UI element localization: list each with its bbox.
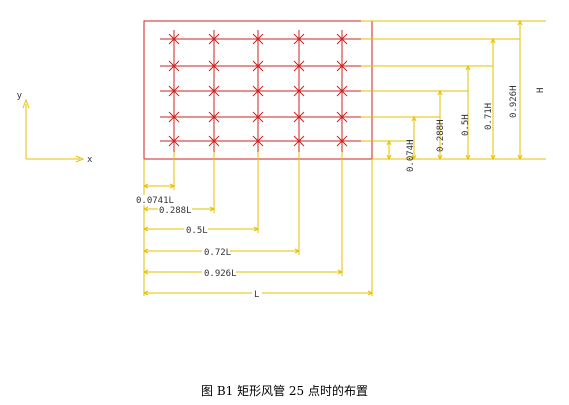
measurement-point [252, 60, 264, 72]
dim-arrow [517, 19, 523, 26]
measurement-point [168, 135, 180, 147]
dim-arrow [437, 89, 443, 96]
dim-arrow [209, 206, 216, 212]
label-backdrop [202, 268, 236, 278]
dim-label-y: 0.288H [436, 119, 446, 152]
dim-label-y: 0.926H [509, 85, 519, 118]
measurement-point [208, 85, 220, 97]
dim-arrow [142, 226, 149, 232]
measurement-points [168, 33, 348, 147]
dim-label-y: 0.71H [484, 103, 494, 130]
measurement-point [208, 33, 220, 45]
dim-label-y: 0.074H [406, 139, 416, 172]
coordinate-axes [22, 98, 85, 163]
dim-arrow [465, 154, 471, 161]
dimension-lines-y [386, 19, 523, 161]
measurement-point [293, 135, 305, 147]
label-backdrop [158, 205, 192, 215]
measurement-point [336, 135, 348, 147]
measurement-point [252, 85, 264, 97]
measurement-point [293, 33, 305, 45]
label-backdrop [136, 195, 174, 205]
x-axis-label: x [87, 155, 93, 165]
dim-arrow [142, 206, 149, 212]
dim-arrow [337, 269, 344, 275]
measurement-point [168, 60, 180, 72]
label-backdrop [202, 247, 230, 257]
measurement-point [293, 85, 305, 97]
dim-label-x: 0.0741L [136, 196, 174, 206]
measurement-point [252, 135, 264, 147]
dim-arrow [490, 154, 496, 161]
measurement-point [336, 85, 348, 97]
measurement-point [208, 111, 220, 123]
dim-arrow [386, 139, 392, 146]
measurement-point [293, 111, 305, 123]
dim-arrow [142, 290, 149, 296]
dim-arrow [411, 115, 417, 122]
dim-label-x: 0.926L [204, 269, 237, 279]
measurement-point [208, 135, 220, 147]
measurement-point [252, 111, 264, 123]
dim-label-x: 0.288L [159, 206, 192, 216]
dim-arrow [437, 154, 443, 161]
label-backdrop [184, 225, 208, 235]
dim-arrow [367, 290, 374, 296]
dim-arrow [294, 248, 301, 254]
measurement-grid [160, 30, 361, 152]
dim-label-x: L [254, 290, 259, 300]
dim-arrow [253, 226, 260, 232]
dim-arrow [490, 37, 496, 44]
dim-arrow [411, 154, 417, 161]
dim-label-y: 0.5H [461, 114, 471, 136]
x-axis-arrow [75, 155, 85, 163]
measurement-point [336, 33, 348, 45]
dim-label-x: 0.5L [186, 226, 208, 236]
measurement-point [208, 60, 220, 72]
y-axis-label: y [17, 91, 23, 101]
dim-arrow [517, 154, 523, 161]
dim-label-y: H [536, 88, 546, 93]
dim-label-x: 0.72L [204, 248, 231, 258]
dim-arrow [465, 64, 471, 71]
label-backdrop [252, 289, 262, 299]
measurement-point [168, 85, 180, 97]
dim-arrow [169, 183, 176, 189]
measurement-point [336, 60, 348, 72]
dim-arrow [142, 248, 149, 254]
dim-arrow [386, 154, 392, 161]
figure-caption: 图 B1 矩形风管 25 点时的布置 [201, 384, 368, 398]
measurement-point [252, 33, 264, 45]
measurement-point [336, 111, 348, 123]
measurement-point [293, 60, 305, 72]
dim-arrow [142, 269, 149, 275]
y-axis-arrow [22, 98, 30, 109]
measurement-point [168, 33, 180, 45]
extension-lines-bottom [143, 152, 373, 296]
dim-arrow [142, 183, 149, 189]
measurement-point [168, 111, 180, 123]
